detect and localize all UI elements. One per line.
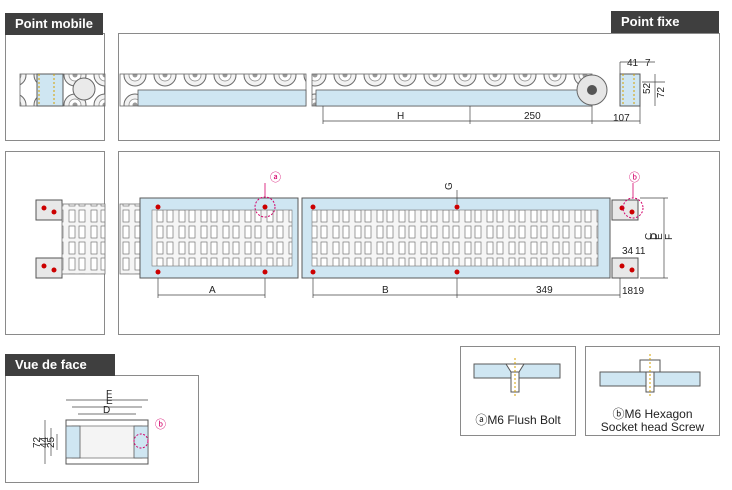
moving-end-side-view <box>19 73 106 107</box>
dim-top-250: 250 <box>524 111 541 122</box>
dim-top-52: 52 <box>642 82 653 94</box>
dim-mid-G: G <box>444 182 455 190</box>
chain-top-view <box>119 183 668 298</box>
dim-front-D: D <box>103 405 110 416</box>
dim-mid-34: 34 <box>622 246 634 257</box>
dim-top-107: 107 <box>613 113 630 124</box>
callout-a-top: ⓐ <box>270 171 281 184</box>
front-view-drawing <box>44 399 149 465</box>
hex-screw-caption-line2: Socket head Screw <box>600 420 705 434</box>
front-view-label: Vue de face <box>5 354 115 376</box>
dim-top-H: H <box>397 111 404 122</box>
fixed-point-label: Point fixe <box>611 11 719 33</box>
dim-front-25: 25 <box>46 436 57 448</box>
dim-mid-D: D <box>649 233 660 240</box>
dim-top-7: 7 <box>645 58 651 69</box>
dim-mid-E: E <box>654 233 665 240</box>
dim-mid-F: F <box>664 234 675 240</box>
dim-mid-C: C <box>644 233 655 240</box>
callout-b-top: ⓑ <box>629 171 640 184</box>
dim-mid-19: 19 <box>633 286 645 297</box>
hex-screw-caption-line1: ⓑM6 Hexagon <box>612 407 693 421</box>
moving-end-top-view <box>35 199 106 279</box>
dim-mid-18: 18 <box>622 286 634 297</box>
dim-front-E: E <box>106 396 113 407</box>
moving-point-label: Point mobile <box>5 13 103 35</box>
flush-bolt-illustration <box>473 358 561 398</box>
dim-mid-349: 349 <box>536 285 553 296</box>
hex-screw-illustration <box>599 354 701 398</box>
dim-top-41: 41 <box>627 58 639 69</box>
dim-front-F: F <box>106 389 112 400</box>
chain-side-view <box>119 61 665 124</box>
callout-b-front: ⓑ <box>155 418 166 431</box>
dim-mid-B: B <box>382 285 389 296</box>
dim-front-72: 72 <box>32 436 43 448</box>
flush-bolt-caption: ⓐM6 Flush Bolt <box>475 413 561 427</box>
dim-front-44: 44 <box>39 436 50 448</box>
dim-mid-11: 11 <box>635 246 646 257</box>
dim-mid-A: A <box>209 285 216 296</box>
dim-top-72: 72 <box>656 86 667 98</box>
